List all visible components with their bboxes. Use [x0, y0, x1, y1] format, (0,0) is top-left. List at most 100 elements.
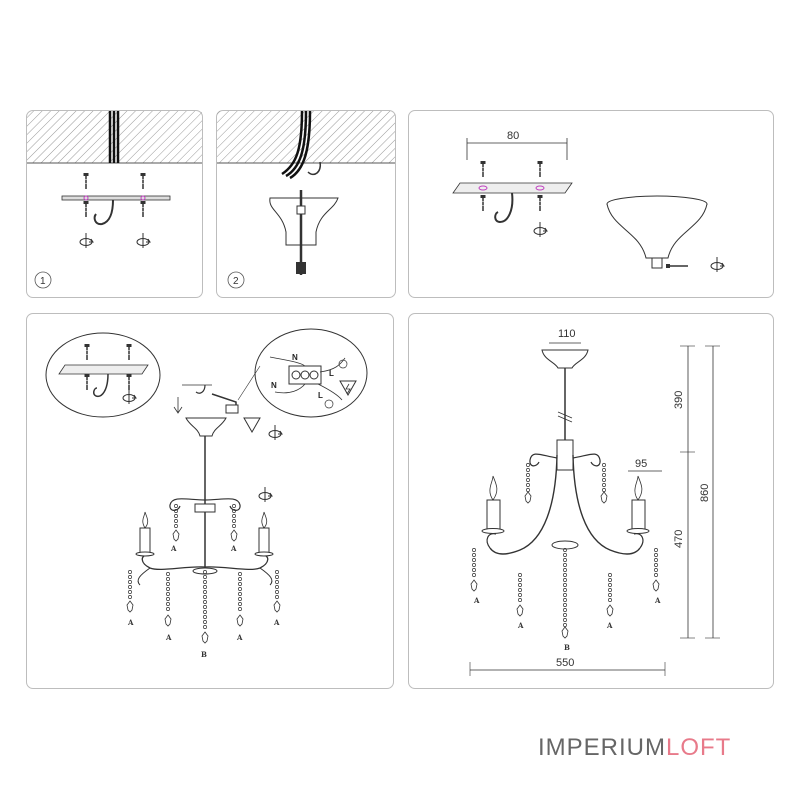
crystal-bead — [563, 558, 567, 562]
wire-n-label: N — [292, 353, 298, 362]
crystal-bead — [174, 524, 178, 528]
crystal-bead — [472, 563, 476, 567]
crystal-bead — [232, 519, 236, 523]
crystal-bead — [526, 483, 530, 487]
assembly-illustration — [45, 328, 368, 644]
crystal-bead — [654, 553, 658, 557]
crystal-bead — [275, 585, 279, 589]
crystal-bead — [608, 578, 612, 582]
crystal-drop — [600, 491, 608, 504]
crystal-bead — [232, 504, 236, 508]
crystal-bead — [518, 578, 522, 582]
panel-bracket-detail — [408, 110, 774, 298]
crystal-bead — [472, 568, 476, 572]
crystal-bead — [166, 577, 170, 581]
crystal-drop — [652, 579, 660, 592]
crystal-bead — [128, 580, 132, 584]
crystal-bead — [654, 573, 658, 577]
crystal-bead — [563, 623, 567, 627]
crystal-drop — [236, 614, 244, 627]
crystal-bead — [472, 553, 476, 557]
crystal-drop — [172, 529, 180, 542]
crystal-bead — [174, 514, 178, 518]
step-1-number: 1 — [40, 276, 46, 287]
crystal-drop — [126, 600, 134, 613]
crystal-bead — [203, 580, 207, 584]
crystal-bead — [563, 563, 567, 567]
crystal-bead — [203, 585, 207, 589]
crystal-bead — [203, 610, 207, 614]
crystal-bead — [166, 607, 170, 611]
dimension-drawing — [469, 342, 720, 676]
crystal-bead — [238, 572, 242, 576]
crystal-bead — [203, 620, 207, 624]
crystal-bead — [203, 605, 207, 609]
crystal-bead — [238, 597, 242, 601]
crystal-bead — [563, 568, 567, 572]
crystal-bead — [203, 590, 207, 594]
crystal-bead — [602, 488, 606, 492]
crystal-bead — [166, 602, 170, 606]
crystal-bead — [518, 588, 522, 592]
crystal-bead — [563, 603, 567, 607]
bracket-width-label: 80 — [507, 130, 519, 142]
crystal-bead — [128, 570, 132, 574]
crystal-bead — [563, 578, 567, 582]
crystal-bead — [526, 463, 530, 467]
crystal-bead — [166, 592, 170, 596]
step-1-illustration — [27, 111, 202, 289]
crystal-drop — [516, 604, 524, 617]
brand-part-1: IMPERIUM — [538, 734, 666, 761]
crystal-bead — [472, 558, 476, 562]
canopy-width-label: 110 — [558, 328, 576, 340]
crystal-bead — [563, 598, 567, 602]
crystal-bead — [602, 483, 606, 487]
crystal-bead — [654, 558, 658, 562]
wire-l-label: L — [329, 369, 334, 378]
crystal-bead — [526, 468, 530, 472]
label-a: A — [127, 618, 134, 627]
bracket-detail-illustration — [452, 138, 725, 273]
crystal-bead — [602, 463, 606, 467]
crystal-bead — [563, 608, 567, 612]
step-2-number: 2 — [233, 276, 239, 287]
crystal-bead — [518, 598, 522, 602]
top-height-label: 390 — [673, 391, 685, 409]
label-a: A — [170, 544, 177, 553]
crystal-bead — [563, 588, 567, 592]
total-height-label: 860 — [699, 484, 711, 502]
crystal-drop — [470, 579, 478, 592]
body-height-label: 470 — [673, 530, 685, 548]
crystal-bead — [275, 580, 279, 584]
crystal-bead — [563, 593, 567, 597]
crystal-drop — [561, 626, 569, 639]
label-b: B — [201, 650, 207, 659]
cup-width-label: 95 — [635, 458, 647, 470]
crystal-bead — [602, 473, 606, 477]
crystal-bead — [472, 573, 476, 577]
crystal-bead — [238, 582, 242, 586]
crystal-drop — [201, 631, 209, 644]
crystal-bead — [563, 583, 567, 587]
crystal-bead — [275, 575, 279, 579]
crystal-bead — [472, 548, 476, 552]
crystal-bead — [526, 478, 530, 482]
crystal-drop — [524, 491, 532, 504]
crystal-bead — [203, 615, 207, 619]
crystal-bead — [608, 583, 612, 587]
crystal-bead — [238, 587, 242, 591]
crystal-bead — [275, 590, 279, 594]
crystal-bead — [238, 577, 242, 581]
crystal-bead — [563, 553, 567, 557]
crystal-drop — [230, 529, 238, 542]
crystal-bead — [602, 468, 606, 472]
label-a: A — [473, 596, 480, 605]
crystal-bead — [518, 583, 522, 587]
step-2-illustration — [217, 110, 395, 289]
crystal-bead — [203, 600, 207, 604]
crystal-bead — [128, 575, 132, 579]
crystal-bead — [203, 625, 207, 629]
label-a: A — [654, 596, 661, 605]
crystal-bead — [518, 573, 522, 577]
crystal-bead — [608, 598, 612, 602]
